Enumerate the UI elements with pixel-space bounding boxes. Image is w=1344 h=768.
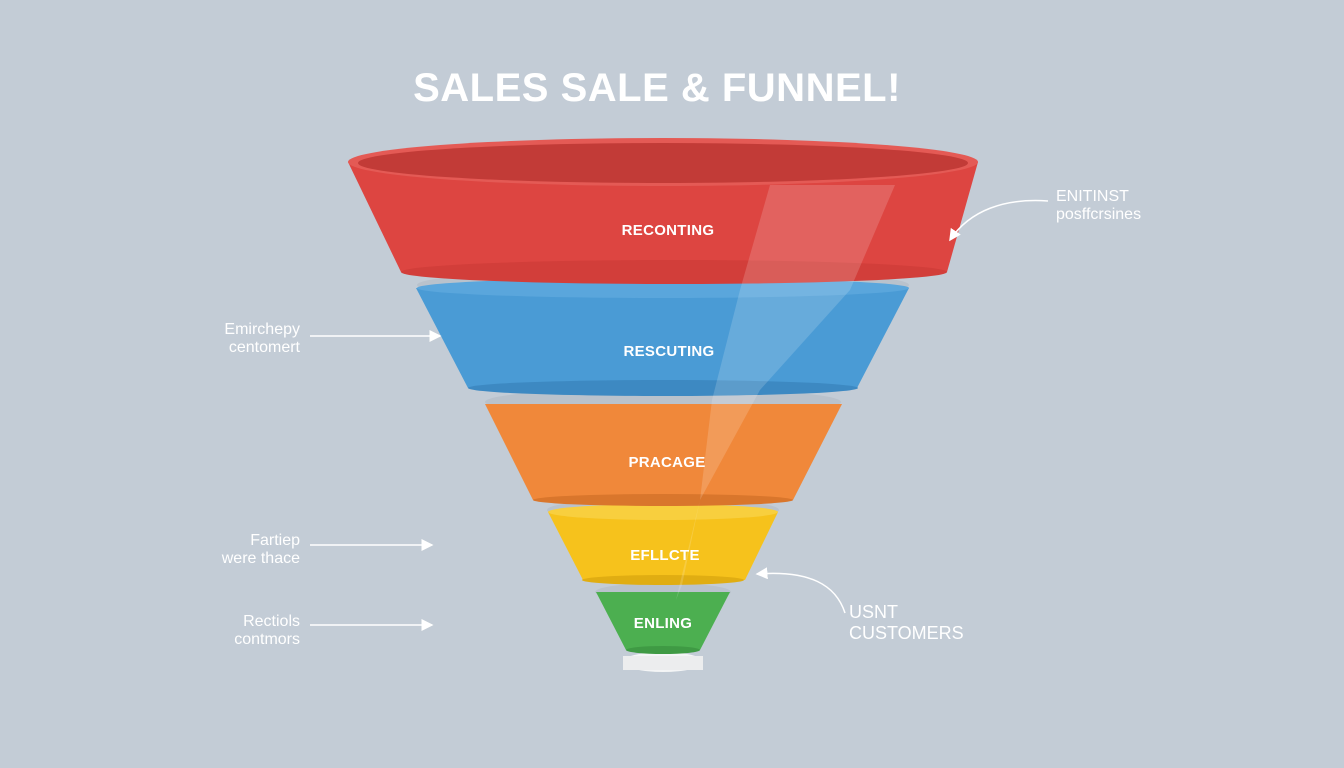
annotation-top-right: ENITINST posffcrsines	[1056, 188, 1141, 224]
annotation-left-2: Fartiep were thace	[150, 532, 300, 568]
annotation-bottom-right: USNT CUSTOMERS	[849, 602, 964, 644]
diagram-title: SALES SALE & FUNNEL!	[413, 66, 901, 110]
annotation-top-right-line1: ENITINST	[1056, 188, 1129, 205]
annotation-left-2-line1: Fartiep	[250, 532, 300, 549]
funnel-stage-1	[348, 138, 978, 284]
funnel-stage-2	[416, 269, 909, 396]
stage-label-4: EFLLCTE	[630, 547, 700, 564]
stage-label-5: ENLING	[633, 615, 693, 632]
funnel-base-body	[623, 656, 703, 670]
annotation-left-1-line2: centomert	[228, 339, 300, 356]
funnel-stage-5	[595, 583, 731, 654]
annotation-left-2-line2: were thace	[221, 550, 300, 567]
stage-label-2: RESCUTING	[623, 343, 715, 360]
annotation-bottom-right-line1: USNT	[849, 602, 898, 622]
annotation-left-3-line2: contmors	[234, 631, 300, 648]
annotation-left-1-line1: Emirchepy	[224, 321, 300, 338]
arrow-top-right	[949, 199, 1049, 242]
annotation-left-1: Emirchepy centomert	[150, 321, 300, 357]
stage-label-1: RECONTING	[621, 222, 715, 239]
funnel-stage-4	[547, 498, 779, 585]
funnel-stage-3	[485, 388, 842, 506]
annotation-left-3: Rectiols contmors	[150, 613, 300, 649]
stage-label-3: PRACAGE	[628, 454, 706, 471]
arrow-bottom-right	[755, 567, 846, 614]
funnel-highlight	[676, 185, 895, 600]
annotation-bottom-right-line2: CUSTOMERS	[849, 623, 964, 643]
annotation-top-right-line2: posffcrsines	[1056, 206, 1142, 223]
annotation-left-3-line1: Rectiols	[243, 613, 300, 630]
